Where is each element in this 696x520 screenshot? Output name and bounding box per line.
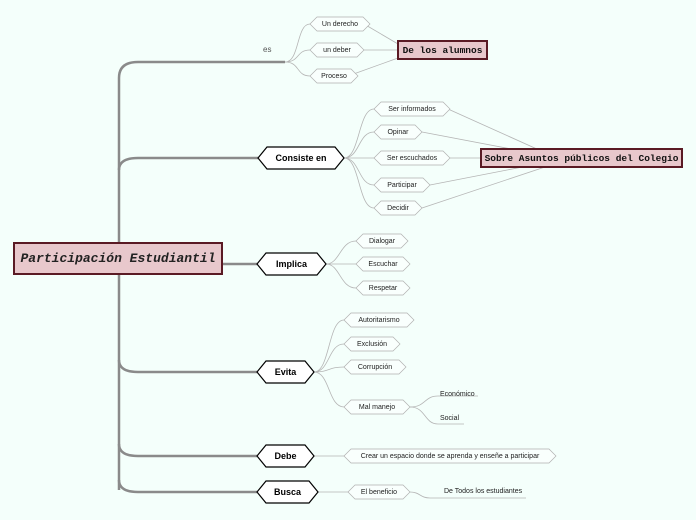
link-evita (117, 359, 257, 374)
leaf-un-derecho[interactable]: Un derecho (321, 20, 359, 28)
leaf-proceso[interactable]: Proceso (321, 72, 347, 80)
hex-outline (309, 42, 365, 58)
hex-outline (256, 444, 315, 468)
branch-consiste-en[interactable]: Consiste en (275, 153, 327, 163)
hex-outline (343, 448, 557, 464)
leaf-crear-espacio[interactable]: Crear un espacio donde se aprenda y ense… (360, 452, 540, 460)
hex-outline (343, 312, 415, 328)
hex-outline (373, 200, 423, 216)
leaf-ser-escuchados[interactable]: Ser escuchados (386, 154, 438, 162)
leaf-participar[interactable]: Participar (387, 181, 417, 189)
leaf-el-beneficio[interactable]: El beneficio (360, 488, 398, 496)
hex-outline (309, 68, 359, 84)
branch-debe[interactable]: Debe (274, 451, 297, 461)
leaf-corrupcion[interactable]: Corrupción (357, 363, 393, 371)
hex-outline (355, 233, 409, 249)
sub-todos-estudiantes[interactable]: De Todos los estudiantes (444, 488, 523, 495)
hex-outline (347, 484, 411, 500)
leaf-ser-informados[interactable]: Ser informados (388, 105, 436, 113)
sub-social[interactable]: Social (440, 415, 460, 422)
leaf-un-deber[interactable]: un deber (323, 46, 351, 54)
hex-outline (343, 399, 411, 415)
hex-outline (257, 146, 345, 170)
leaf-mal-manejo[interactable]: Mal manejo (358, 403, 396, 411)
hex-outline (256, 360, 315, 384)
link-busca (117, 479, 257, 494)
note-asuntos-publicos[interactable]: Sobre Asuntos públicos del Colegio (480, 148, 683, 168)
leaf-decidir[interactable]: Decidir (387, 204, 409, 212)
link-consiste (117, 156, 258, 171)
hex-outline (256, 480, 319, 504)
leaf-escuchar[interactable]: Escuchar (368, 260, 398, 268)
sub-economico[interactable]: Económico (440, 391, 475, 398)
hex-outline (309, 16, 371, 32)
leaf-dialogar[interactable]: Dialogar (368, 237, 396, 245)
hex-shapes (256, 16, 557, 504)
leaf-autoritarismo[interactable]: Autoritarismo (358, 316, 400, 324)
hex-outline (373, 150, 451, 166)
note-de-los-alumnos[interactable]: De los alumnos (397, 40, 488, 60)
trunk-lines (117, 60, 285, 494)
hex-outline (355, 256, 411, 272)
hex-outline (256, 252, 327, 276)
leaf-opinar[interactable]: Opinar (387, 128, 409, 136)
leaf-respetar[interactable]: Respetar (368, 284, 398, 292)
hex-outline (343, 336, 401, 352)
connector-es: es (263, 45, 272, 54)
branch-implica[interactable]: Implica (275, 259, 307, 269)
hex-outline (373, 101, 451, 117)
hex-outline (373, 177, 431, 193)
leaf-lines (284, 23, 549, 499)
leaf-exclusion[interactable]: Exclusión (357, 340, 387, 348)
hex-outline (373, 124, 423, 140)
link-debe (117, 443, 257, 458)
branch-busca[interactable]: Busca (273, 487, 301, 497)
hex-outline (355, 280, 411, 296)
trunk-es (117, 60, 285, 490)
root-node[interactable]: Participación Estudiantil (13, 242, 223, 275)
hex-outline (343, 359, 407, 375)
branch-evita[interactable]: Evita (274, 367, 297, 377)
